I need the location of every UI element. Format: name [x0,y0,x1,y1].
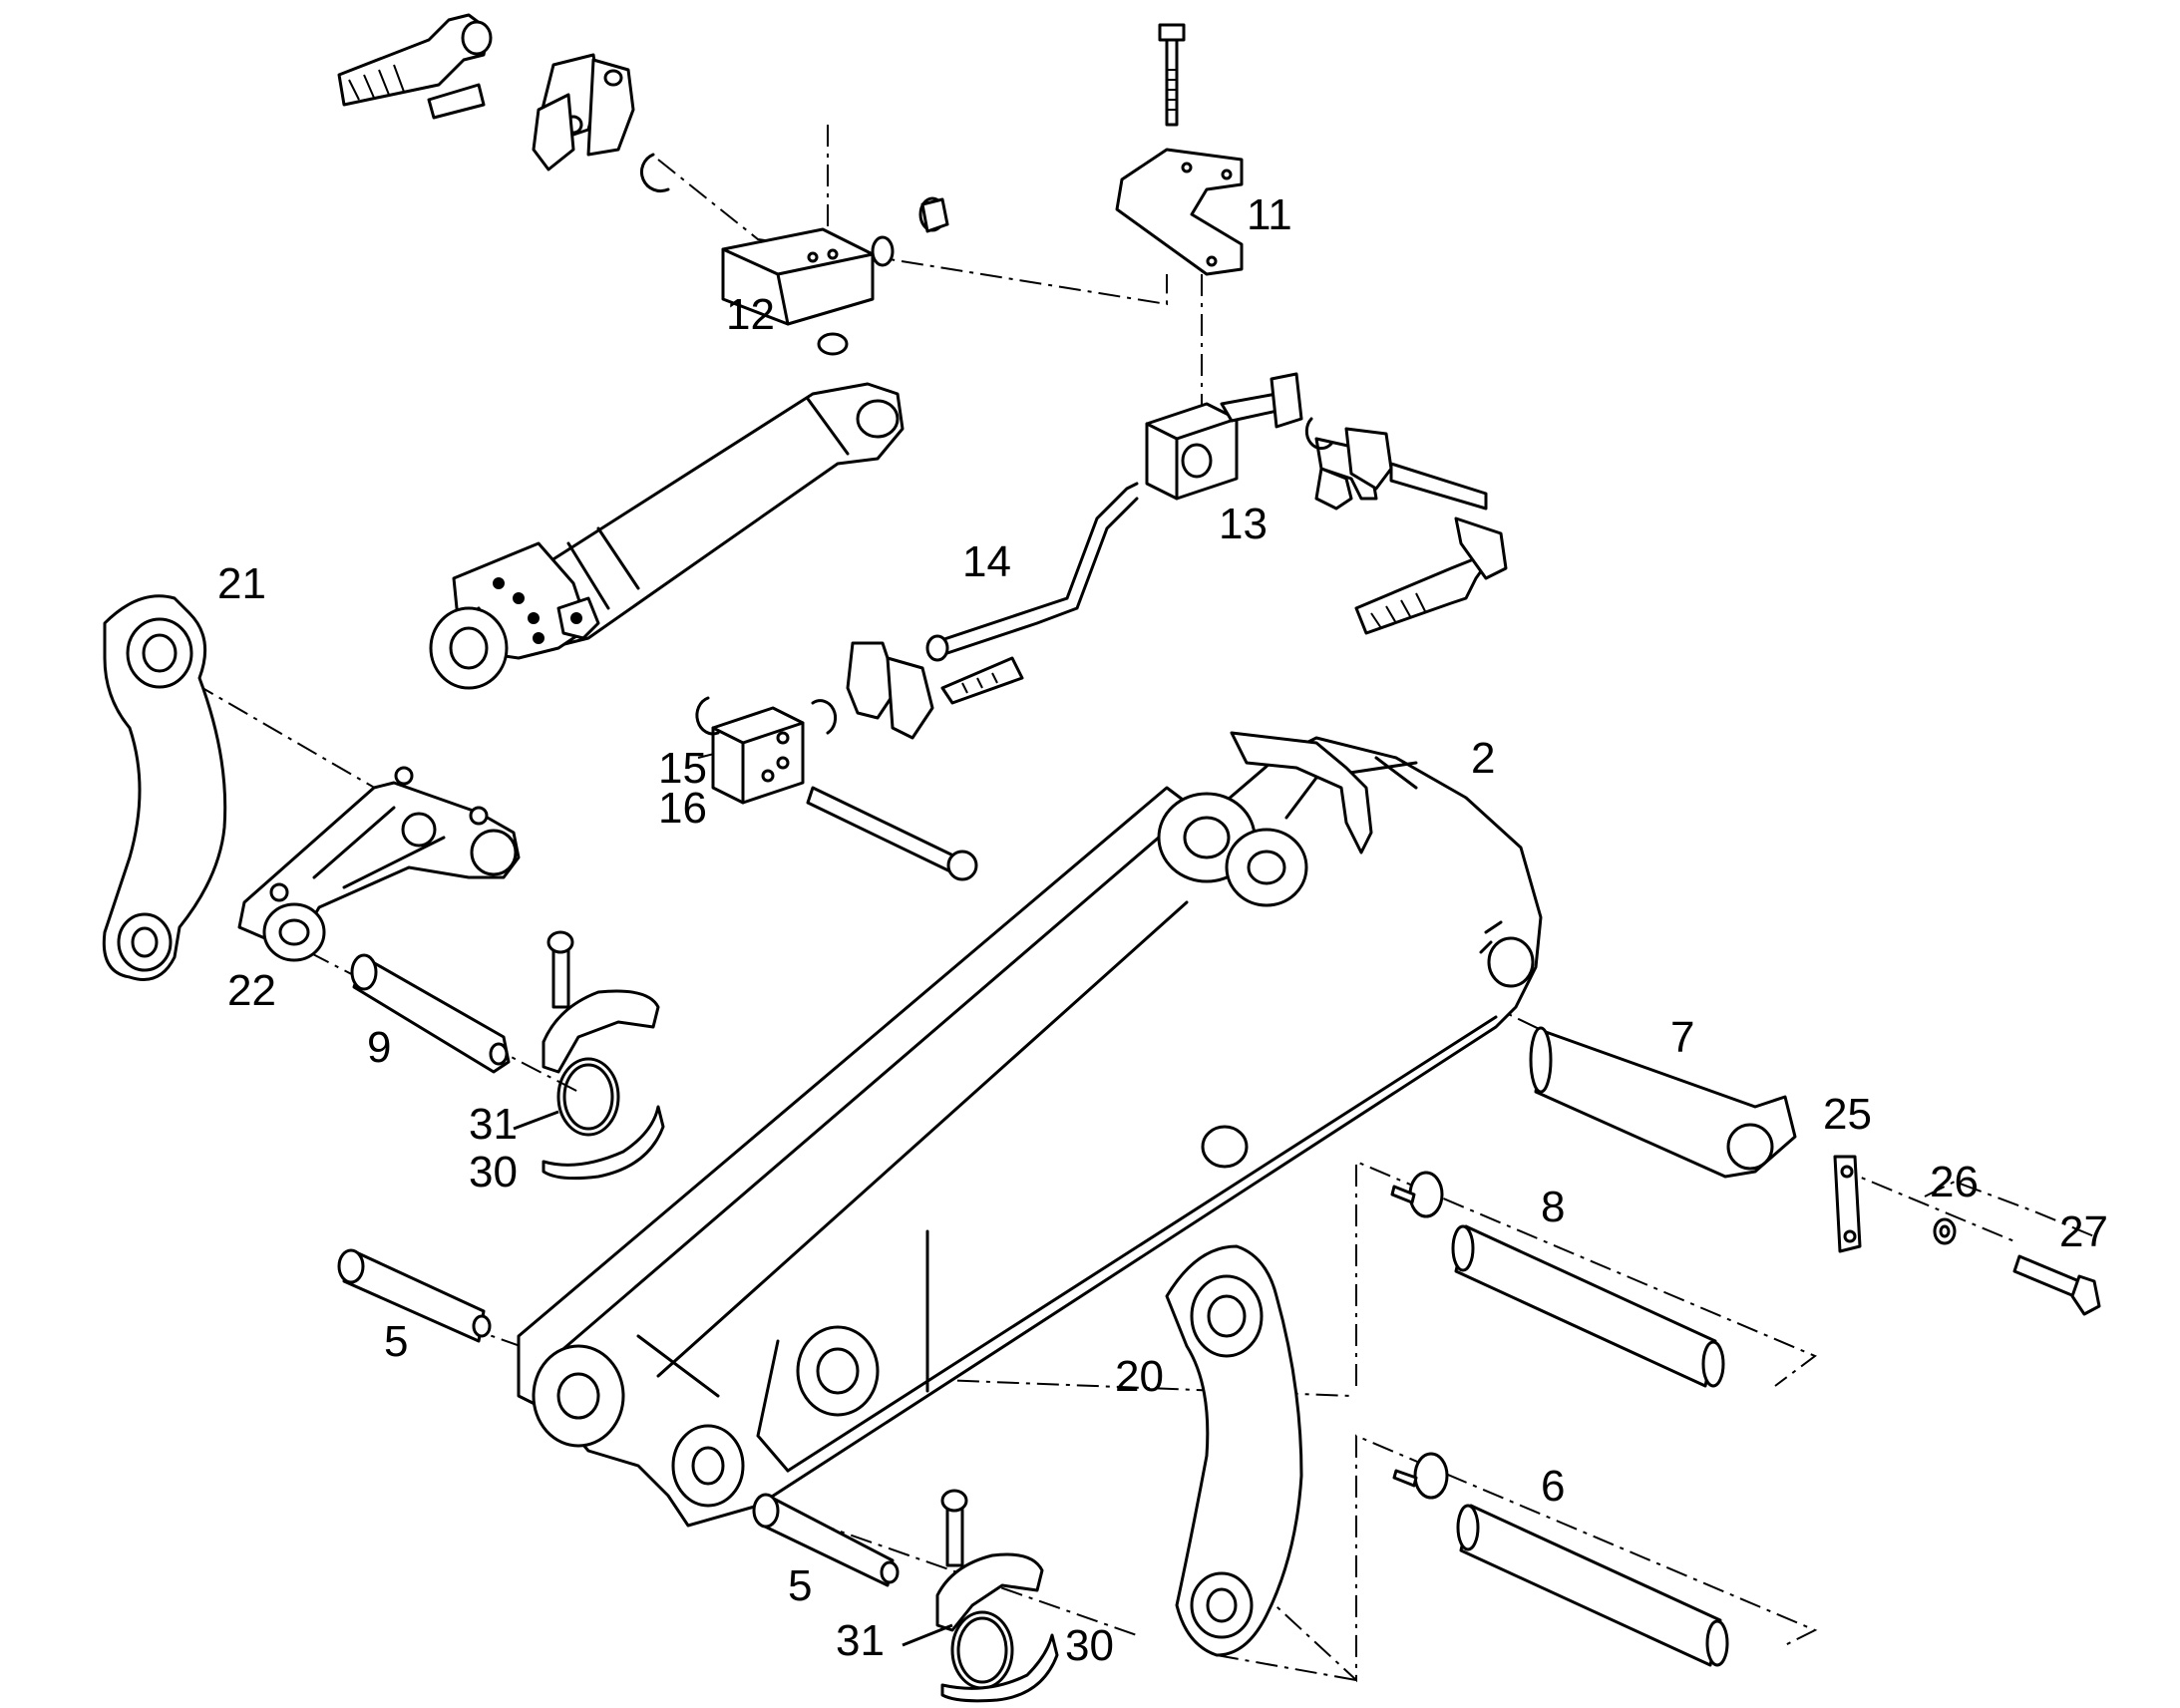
callout-5-lower: 5 [788,1561,812,1610]
leader-lines [513,1110,953,1647]
callout-25: 25 [1823,1090,1872,1139]
callout-31-lower: 31 [836,1616,885,1665]
bellcrank-link-21 [102,594,227,981]
pin-clamp-upper [542,930,665,1181]
callout-20: 20 [1115,1352,1164,1401]
valve-block-12 [639,153,949,356]
callout-9: 9 [367,1023,391,1072]
retainer-25-26-27 [1833,1155,2101,1316]
callout-5-upper: 5 [384,1317,408,1366]
callout-13: 13 [1219,500,1268,548]
callout-30-upper: 30 [469,1148,518,1196]
link-crossmember [237,766,521,962]
boom-arm [517,731,1543,1528]
callout-21: 21 [217,559,266,608]
callout-22: 22 [227,966,276,1015]
clamp-block-13 [1145,372,1488,511]
callout-15: 15 [658,744,707,793]
callout-8: 8 [1541,1183,1565,1231]
callout-30-lower: 30 [1065,1621,1114,1670]
callout-6: 6 [1541,1462,1565,1511]
hose-assembly-upper [337,13,635,171]
callout-7: 7 [1670,1013,1694,1062]
callout-16: 16 [658,784,707,833]
callout-2: 2 [1471,734,1495,783]
bracket-11 [1115,23,1244,276]
callout-labels: 2 5 5 6 7 8 9 11 12 13 14 15 16 20 21 22… [217,190,2108,1670]
callout-27: 27 [2059,1207,2108,1256]
callout-26: 26 [1930,1158,1979,1206]
pin-clamp-lower [935,1489,1059,1703]
pins [337,953,1797,1667]
callout-31-upper: 31 [469,1100,518,1149]
bellcrank-link-20 [1165,1244,1303,1657]
callout-11: 11 [1247,190,1292,239]
port-block-15-16 [695,641,1024,881]
callout-14: 14 [962,537,1011,586]
pipe-14 [925,482,1139,662]
callout-12: 12 [726,290,775,339]
hose-assembly-right [1354,516,1508,635]
hydraulic-cylinder [429,382,905,690]
